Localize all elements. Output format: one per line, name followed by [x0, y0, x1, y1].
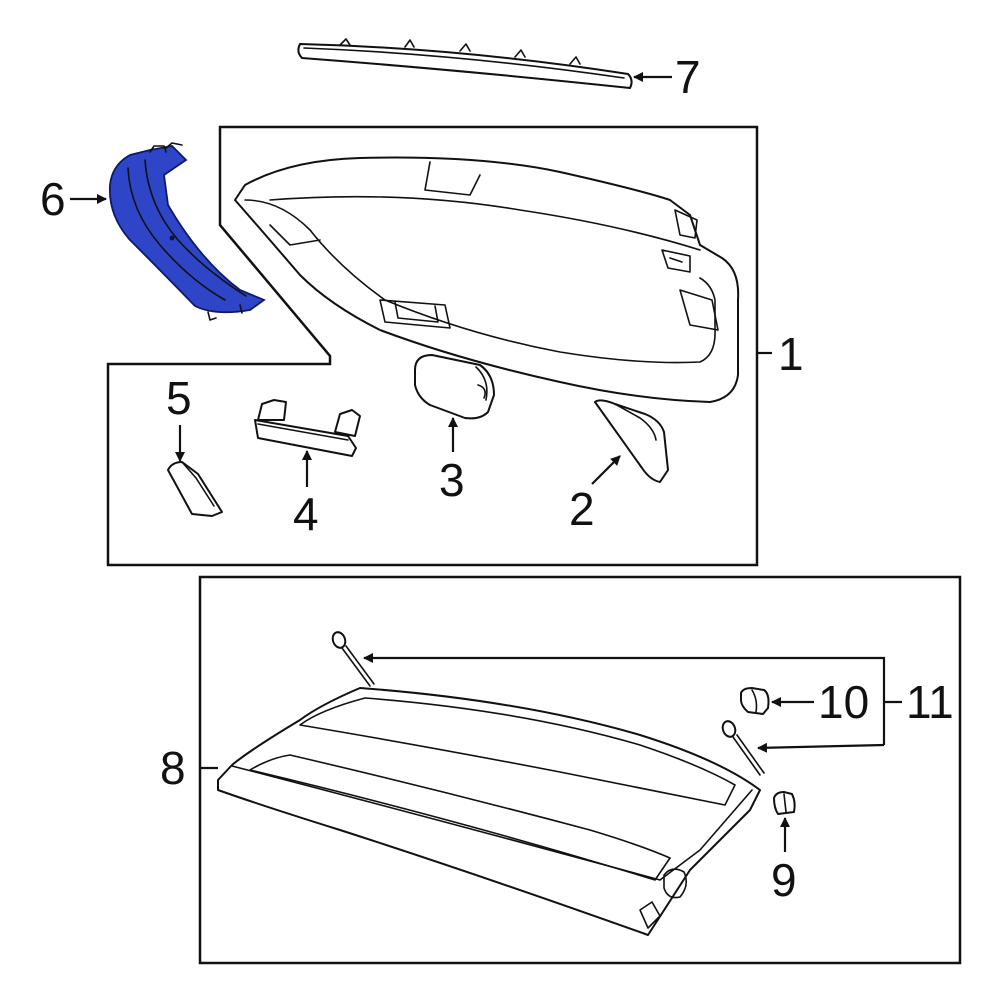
- part-6-pillar-trim: [108, 142, 266, 321]
- lower-group-box: [198, 575, 962, 965]
- part-11-strap-left: [331, 631, 375, 687]
- callout-9: 9: [771, 854, 797, 906]
- callout-1: 1: [778, 328, 804, 380]
- callout-10: 10: [818, 676, 869, 728]
- leader-11-upper: [363, 653, 886, 745]
- part-3-handle-cover: [414, 354, 495, 420]
- leader-11-lower: [757, 742, 885, 753]
- callout-4: 4: [293, 488, 319, 540]
- part-8-package-tray: [217, 687, 761, 936]
- part-2-side-cap: [594, 399, 669, 483]
- part-4-pull-handle: [254, 399, 361, 457]
- part-11-strap-right: [721, 720, 765, 776]
- callout-8: 8: [160, 742, 186, 794]
- part-9-bumper: [773, 791, 796, 815]
- callout-3: 3: [439, 454, 465, 506]
- callout-7: 7: [675, 51, 701, 103]
- upper-group-box: [106, 125, 759, 567]
- callout-11: 11: [906, 676, 954, 728]
- part-7-spoiler: [297, 38, 633, 89]
- callout-2: 2: [569, 483, 595, 535]
- part-1-trim-panel: [234, 156, 740, 403]
- leader-2: [591, 455, 621, 485]
- callout-5: 5: [166, 372, 192, 424]
- part-10-clip: [740, 687, 770, 715]
- callout-6: 6: [40, 173, 66, 225]
- part-5-cover-cap: [167, 461, 223, 517]
